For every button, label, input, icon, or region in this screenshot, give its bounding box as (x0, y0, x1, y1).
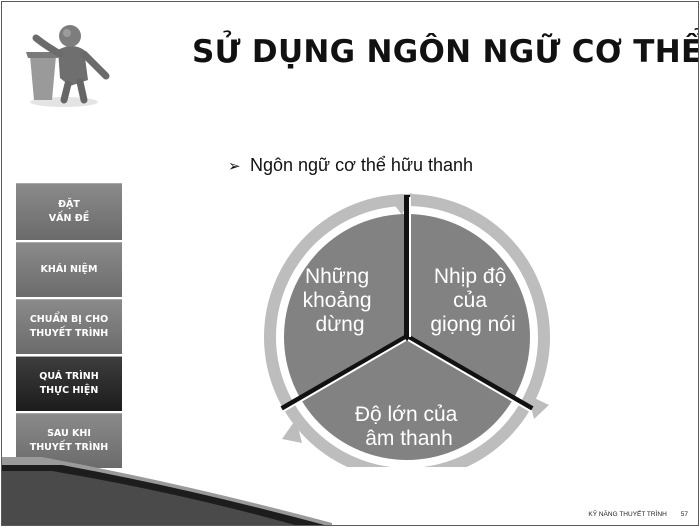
segment-label-volume: Độ lớn của âm thanh (355, 403, 463, 450)
section-nav: ĐẶT VẤN ĐỀ KHÁI NIỆM CHUẨN BỊ CHO THUYẾT… (16, 183, 122, 470)
footer-course-title: KỸ NĂNG THUYẾT TRÌNH (588, 511, 667, 518)
nav-item-label: ĐẶT VẤN ĐỀ (48, 199, 90, 224)
page-title: SỬ DỤNG NGÔN NGỮ CƠ THỂ (192, 34, 699, 70)
bullet-text: Ngôn ngữ cơ thể hữu thanh (250, 155, 474, 175)
cycle-arrowhead-icon (528, 395, 549, 419)
nav-item-qua-trinh[interactable]: QUÁ TRÌNH THỰC HIỆN (16, 356, 122, 413)
footer: KỸ NĂNG THUYẾT TRÌNH 57 (588, 511, 688, 518)
cycle-arrowhead-icon (282, 419, 302, 443)
segment-label-pauses: Những khoảng dừng (303, 265, 378, 336)
cycle-diagram: Những khoảng dừng Nhịp độ của giọng nói … (264, 193, 550, 467)
bullet-item: ➢ Ngôn ngữ cơ thể hữu thanh (228, 155, 473, 176)
nav-item-khai-niem[interactable]: KHÁI NIỆM (16, 242, 122, 299)
segment-divider (405, 334, 534, 412)
bullet-arrow-icon: ➢ (228, 158, 241, 175)
nav-item-chuan-bi[interactable]: CHUẨN BỊ CHO THUYẾT TRÌNH (16, 299, 122, 356)
nav-item-label: CHUẨN BỊ CHO THUYẾT TRÌNH (29, 314, 109, 339)
segment-divider (280, 334, 409, 412)
nav-item-label: SAU KHI THUYẾT TRÌNH (29, 428, 109, 453)
page-number: 57 (680, 511, 688, 518)
segment-label-tempo: Nhịp độ của giọng nói (430, 265, 515, 336)
speaker-at-podium-icon (26, 25, 110, 107)
nav-item-label: QUÁ TRÌNH THỰC HIỆN (39, 371, 99, 396)
nav-item-dat-van-de[interactable]: ĐẶT VẤN ĐỀ (16, 183, 122, 242)
decorative-swoosh (2, 457, 332, 525)
nav-item-label: KHÁI NIỆM (40, 264, 98, 275)
